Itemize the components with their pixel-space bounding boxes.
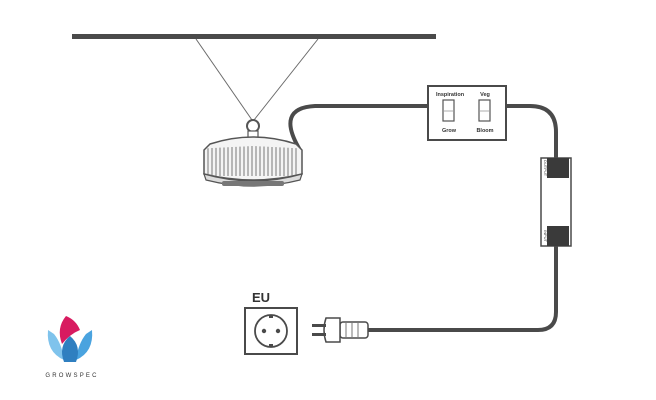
logo-petal-pink	[59, 316, 80, 344]
switch-label-grow: Grow	[442, 128, 457, 134]
driver-output-label: OUTPUT	[543, 160, 548, 177]
socket-hole-right	[275, 328, 281, 334]
switch-box: Inspiration Grow Veg Bloom	[427, 85, 507, 141]
logo-petal-center	[62, 336, 78, 362]
growspec-logo: GROWSPEC	[45, 316, 98, 379]
cable-lamp-to-switch	[288, 104, 430, 152]
driver-input-label: INPUT	[543, 230, 548, 243]
ceiling-bar	[72, 34, 436, 39]
eu-socket: EU	[244, 290, 298, 355]
cable-driver-to-plug	[368, 246, 558, 332]
logo-petal-right	[76, 330, 93, 360]
socket-label-eu: EU	[252, 290, 270, 305]
switch-bloom[interactable]	[478, 99, 491, 122]
switch-label-bloom: Bloom	[476, 128, 493, 134]
switch-grow[interactable]	[442, 99, 455, 122]
switch-label-veg: Veg	[480, 92, 490, 98]
logo-wordmark: GROWSPEC	[45, 373, 98, 379]
suspension-wires	[195, 38, 319, 121]
logo-petal-left	[47, 330, 64, 360]
lamp-eyelet	[246, 119, 260, 133]
eu-plug	[312, 317, 369, 343]
socket-hole-left	[261, 328, 267, 334]
cable-switch-to-driver	[506, 104, 558, 158]
grow-lamp	[203, 119, 303, 187]
switch-label-inspiration: Inspiration	[436, 92, 465, 98]
led-driver: OUTPUT INPUT	[540, 157, 572, 247]
